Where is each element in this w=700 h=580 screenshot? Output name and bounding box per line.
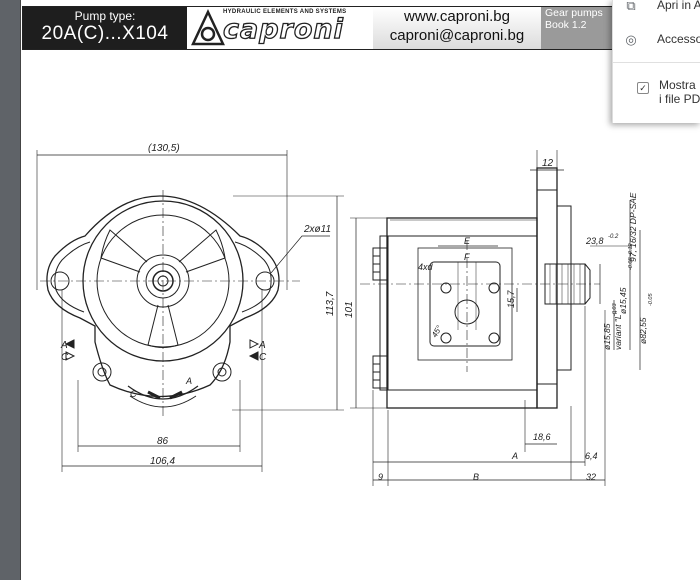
dim-variant: variant "L" <box>613 310 623 350</box>
dim-12: 12 <box>542 158 554 169</box>
dim-15-45: ø15,45 <box>618 287 628 314</box>
checkbox-icon[interactable]: ✓ <box>637 82 649 94</box>
globe-icon: ◎ <box>625 32 637 47</box>
pump-type-label: Pump type: <box>74 9 136 23</box>
dim-106-4: 106,4 <box>150 456 175 467</box>
dim-4xd: 4xd <box>418 262 434 272</box>
port-right-a: A <box>258 340 266 351</box>
dim-thread: 97, 16/32 DP-SAE <box>628 192 638 262</box>
dim-82-55-tol: -0.05 <box>648 293 654 306</box>
email-link[interactable]: caproni@caproni.bg <box>389 27 525 44</box>
dim-82-55: ø82,55 <box>638 317 648 344</box>
dim-101: 101 <box>344 301 355 318</box>
logo-triangle-icon <box>191 9 225 46</box>
dim-f: F <box>464 252 470 262</box>
dim-18-6: 18,6 <box>533 432 551 442</box>
dim-holes: 2xø11 <box>303 224 331 235</box>
website-link[interactable]: www.caproni.bg <box>404 8 510 25</box>
dim-15-85-tol: -0.03 <box>612 303 618 316</box>
dim-113-7: 113,7 <box>325 291 336 316</box>
pdf-viewer-menu: ⧉ Apri in A ◎ Accesso ✓ Mostra i file PD <box>612 0 700 123</box>
book-box: Gear pumps Book 1.2 <box>541 7 623 49</box>
page-header: Pump type: 20A(C)...X104 HYDRAULIC ELEME… <box>22 6 624 50</box>
logo-wordmark: caproni <box>222 13 344 45</box>
port-right-c: C <box>259 352 267 363</box>
dim-23-8: 23,8 <box>585 236 604 246</box>
pdf-page <box>20 0 700 580</box>
book-title: Gear pumps <box>545 7 603 19</box>
logo-tagline: HYDRAULIC ELEMENTS AND SYSTEMS <box>223 9 347 15</box>
dim-6-4: 6,4 <box>585 451 598 461</box>
menu-show-pdf-line1: Mostra <box>659 78 696 92</box>
dim-23-8-tol: -0.2 <box>608 234 619 240</box>
dim-9: 9 <box>378 472 383 482</box>
dim-e: E <box>464 236 471 246</box>
pump-type-box: Pump type: 20A(C)...X104 <box>23 7 187 49</box>
menu-open-in-app-label: Apri in A <box>657 0 700 12</box>
contact-box: www.caproni.bg caproni@caproni.bg <box>373 7 541 49</box>
port-left-c: C <box>61 352 69 363</box>
dim-130-5: (130,5) <box>148 143 180 154</box>
pump-type-value: 20A(C)...X104 <box>41 23 169 44</box>
menu-show-pdf-line2: i file PD <box>659 92 700 106</box>
rotation-a: A <box>185 376 192 386</box>
menu-accessibility[interactable]: ◎ Accesso <box>613 28 700 52</box>
dim-b: B <box>473 472 479 482</box>
menu-divider <box>613 62 700 63</box>
menu-show-pdf-label[interactable]: Mostra i file PD <box>659 78 700 106</box>
open-external-icon: ⧉ <box>626 0 636 13</box>
dim-86: 86 <box>157 436 169 447</box>
dim-15-85: ø15,85 <box>602 323 612 350</box>
menu-open-in-app[interactable]: ⧉ Apri in A <box>613 0 700 18</box>
dim-32: 32 <box>586 472 596 482</box>
rotation-c: C <box>130 389 137 399</box>
dim-angle: 45° <box>430 323 444 339</box>
caproni-logo: HYDRAULIC ELEMENTS AND SYSTEMS caproni <box>189 7 373 49</box>
book-number: Book 1.2 <box>545 19 587 31</box>
port-left-a: A <box>60 340 68 351</box>
dim-a-side: A <box>511 451 518 461</box>
dim-15-7: 15,7 <box>506 289 516 308</box>
menu-accessibility-label: Accesso <box>657 32 700 46</box>
dim-15-45-tol: -0.08 -0.12 <box>628 243 634 270</box>
